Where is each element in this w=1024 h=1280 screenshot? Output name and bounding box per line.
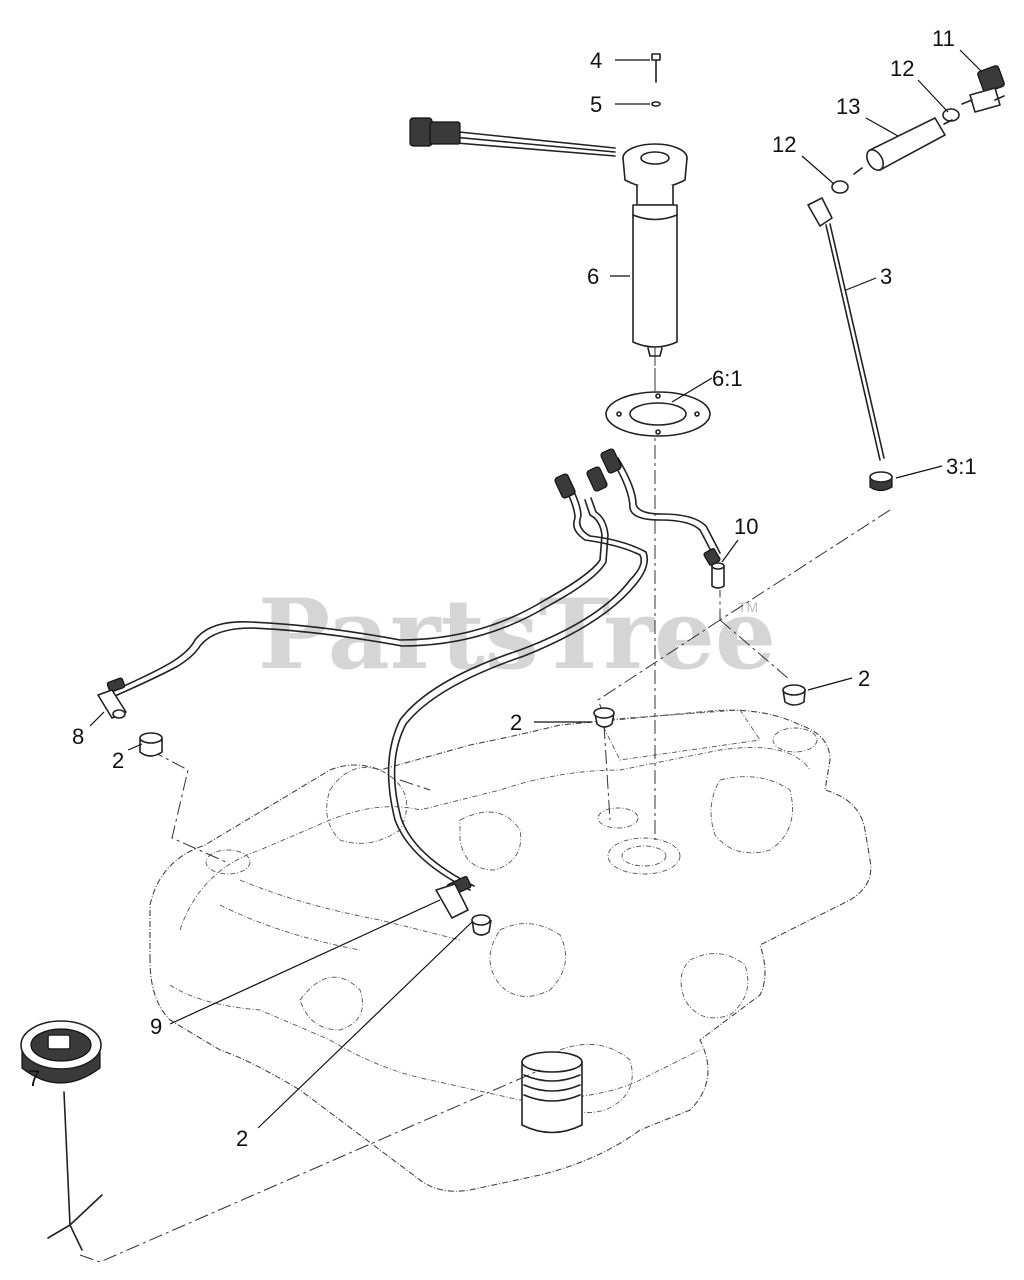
- callout-6: 6: [587, 264, 599, 289]
- part-13-fuel-filter: [853, 117, 953, 175]
- part-12-clamp-upper: [942, 108, 960, 122]
- part-6-fuel-sender: [409, 117, 688, 357]
- callout-9: 9: [150, 1014, 162, 1039]
- watermark-text: PartsTree: [258, 578, 776, 691]
- part-3-pickup-tube: [807, 197, 885, 461]
- part-8-tee-fitting: [97, 689, 127, 719]
- fuel-tank: [149, 709, 872, 1192]
- callout-12-lower: 12: [772, 132, 796, 157]
- callout-3-1: 3:1: [946, 454, 977, 479]
- part-4-screw: [651, 53, 661, 83]
- callout-4: 4: [590, 48, 602, 73]
- callout-3: 3: [880, 264, 892, 289]
- filler-neck: [521, 1051, 583, 1134]
- callout-7: 7: [28, 1066, 40, 1091]
- callout-labels: 4 5 6 6:1 3 3:1 10 11 12 12 13 8 2 2 2 2…: [28, 26, 977, 1151]
- callout-2-bottom: 2: [236, 1126, 248, 1151]
- callout-5: 5: [590, 92, 602, 117]
- callout-2-right: 2: [858, 666, 870, 691]
- callout-11: 11: [932, 26, 955, 51]
- callout-6-1: 6:1: [712, 366, 743, 391]
- fuel-lines: [106, 448, 721, 897]
- part-9-fitting: [435, 883, 469, 919]
- part-2-grommet-bottom: [471, 914, 492, 936]
- part-11-shutoff-valve: [961, 65, 1005, 113]
- watermark-trademark: TM: [738, 599, 758, 615]
- part-2-grommet-left: [139, 732, 163, 757]
- callout-2-mid: 2: [510, 710, 522, 735]
- part-10-elbow-fitting: [711, 562, 725, 589]
- callout-12-upper: 12: [890, 56, 914, 81]
- part-12-clamp-lower: [831, 180, 849, 194]
- callout-8: 8: [72, 724, 84, 749]
- part-2-grommet-right: [782, 684, 806, 706]
- callout-10: 10: [734, 514, 758, 539]
- part-6-1-gasket: [605, 391, 711, 437]
- part-2-grommet-mid: [593, 707, 615, 728]
- part-7-fuel-cap: [20, 1020, 103, 1251]
- part-3-1-bushing: [869, 471, 893, 492]
- part-5-washer: [651, 101, 661, 107]
- callout-2-left: 2: [112, 748, 124, 773]
- leader-lines: [89, 49, 983, 1129]
- callout-13: 13: [836, 94, 860, 119]
